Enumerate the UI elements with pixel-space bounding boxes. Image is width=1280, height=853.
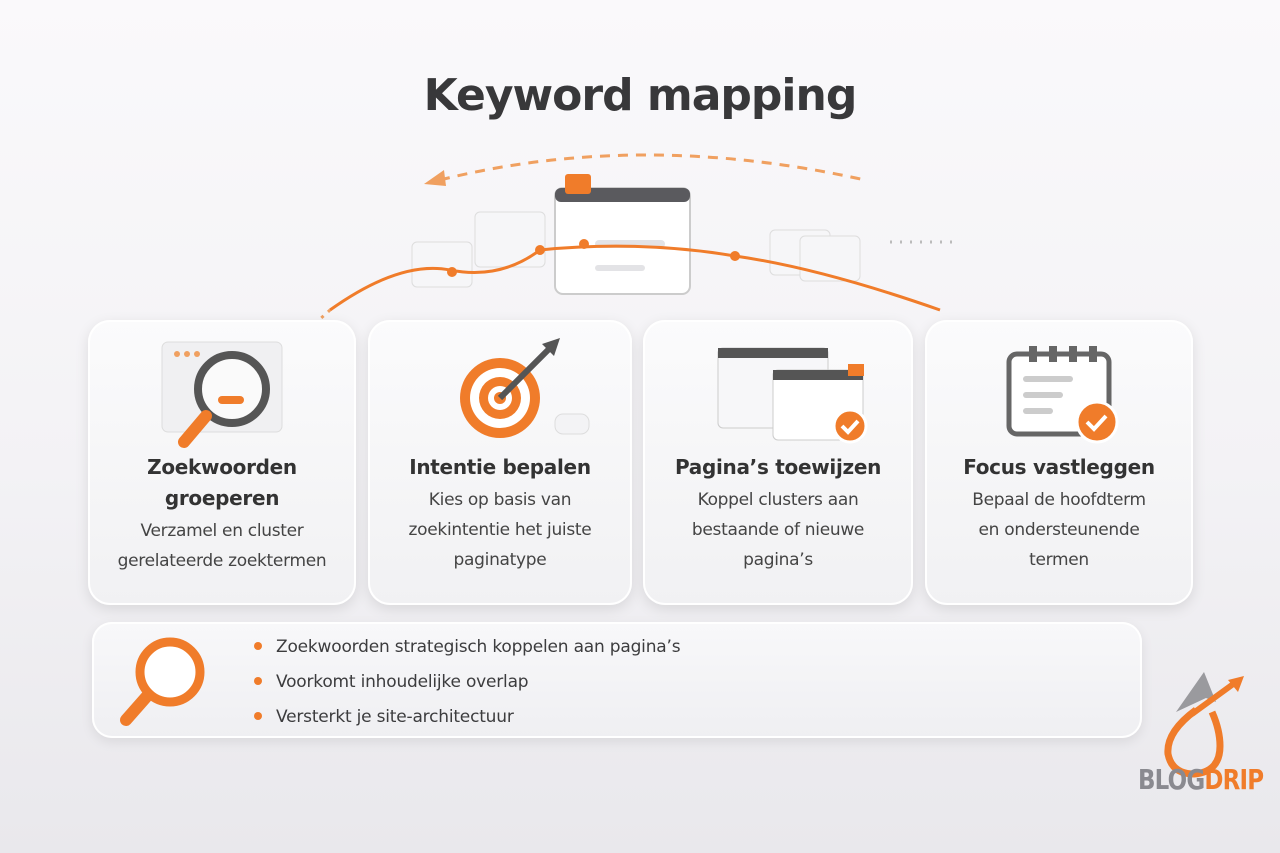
curved-arrow <box>439 153 866 182</box>
calendar-check-icon <box>1006 346 1119 444</box>
summary-bullet: Voorkomt inhoudelijke overlap <box>254 672 529 692</box>
card-description: Kies op basis van <box>428 490 572 510</box>
page-title: Keyword mapping <box>423 70 858 121</box>
step-card-1: Zoekwoorden groeperen Verzamel en cluster… <box>88 320 356 605</box>
card-title: Focus vastleggen <box>963 455 1155 479</box>
card-description: Verzamel en cluster <box>140 521 304 541</box>
summary-panel: Zoekwoorden strategisch koppelen aan pag… <box>92 622 1142 738</box>
magnifier-icon <box>120 637 205 726</box>
summary-bullet: Zoekwoorden strategisch koppelen aan pag… <box>254 637 681 657</box>
step-card-2: Intentie bepalen Kies op basis van zoekin… <box>368 320 632 605</box>
card-description: Bepaal de hoofdterm <box>972 490 1146 510</box>
card-description: bestaande of nieuwe <box>691 520 865 540</box>
arrow-head-icon <box>424 170 446 186</box>
card-description: zoekintentie het juiste <box>408 520 592 540</box>
card-description: gerelateerde zoektermen <box>117 551 327 571</box>
card-title: Pagina’s toewijzen <box>674 455 882 479</box>
card-title: Zoekwoorden <box>147 455 297 479</box>
card-description: Koppel clusters aan <box>697 490 859 510</box>
summary-bullet: Versterkt je site-architectuur <box>254 707 514 727</box>
logo-text: BLOGDRIP <box>1138 763 1264 796</box>
step-card-3: Pagina’s toewijzen Koppel clusters aan be… <box>643 320 913 605</box>
card-description: en ondersteunende <box>978 520 1140 540</box>
blogdrip-logo-icon <box>1164 672 1244 778</box>
step-card-4: Focus vastleggen Bepaal de hoofdterm en o… <box>925 320 1193 605</box>
magnifier-icon <box>161 341 283 448</box>
flow-illustration <box>306 153 960 330</box>
card-title: groeperen <box>164 486 280 510</box>
card-title: Intentie bepalen <box>409 455 591 479</box>
card-description: paginatype <box>453 550 547 570</box>
target-icon <box>460 338 590 438</box>
card-description: pagina’s <box>743 550 813 570</box>
card-description: termen <box>1029 550 1089 570</box>
pages-check-icon <box>717 347 868 444</box>
